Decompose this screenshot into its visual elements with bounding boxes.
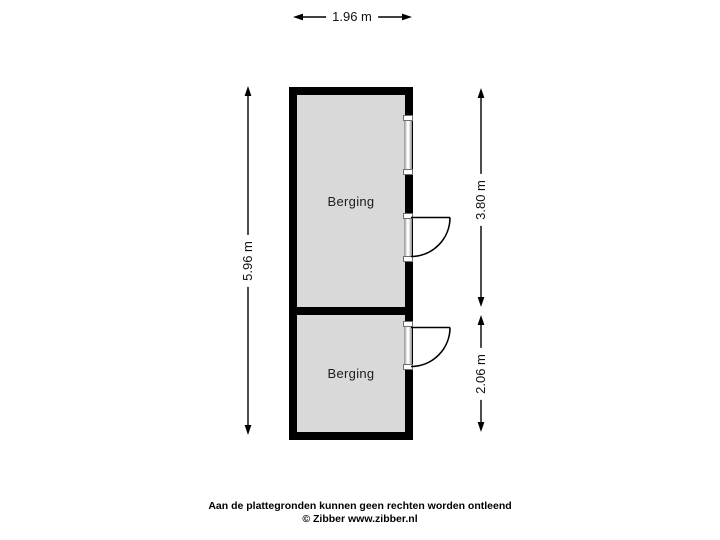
- dimension-label-left: 5.96 m: [238, 235, 258, 287]
- room-label-bottom: Berging: [327, 366, 375, 381]
- footer-copyright: © Zibber www.zibber.nl: [302, 513, 418, 525]
- door-threshold-top: [403, 213, 413, 262]
- footer-disclaimer: Aan de plattegronden kunnen geen rechten…: [208, 500, 512, 512]
- window-symbol: [403, 115, 413, 175]
- dimension-label-top: 1.96 m: [326, 7, 378, 27]
- door-swing-top-icon: [410, 216, 451, 258]
- room-berging-bottom: Berging: [297, 315, 405, 432]
- door-threshold-bottom: [403, 321, 413, 370]
- door-swing-bottom-icon: [410, 326, 451, 368]
- dimension-label-right-top: 3.80 m: [471, 174, 491, 226]
- room-berging-top: Berging: [297, 95, 405, 307]
- room-label-top: Berging: [327, 193, 375, 209]
- footer: Aan de plattegronden kunnen geen rechten…: [0, 500, 720, 526]
- dimension-label-right-bottom: 2.06 m: [471, 348, 491, 400]
